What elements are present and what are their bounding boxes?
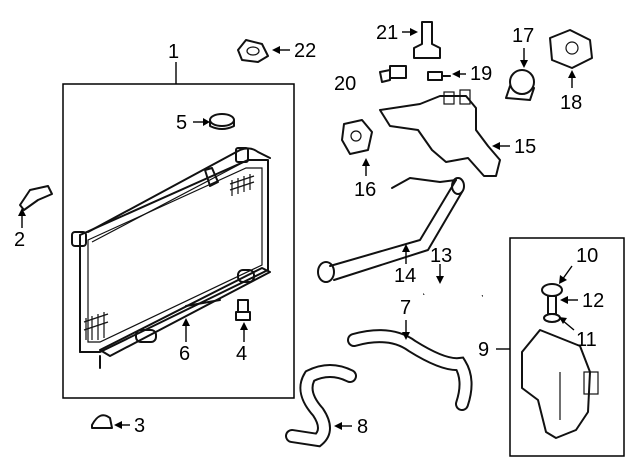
callout-10: 10 [576,245,599,267]
callout-17: 17 [512,25,535,47]
drain-plug [235,299,251,321]
water-outlet [379,89,501,177]
callout-2: 2 [14,229,26,251]
thermostat [505,69,535,101]
reservoir-cap [541,283,563,297]
callout-15: 15 [514,136,537,158]
callout-22: 22 [294,40,317,62]
reservoir-group-box [509,237,625,457]
reservoir-seal [543,313,561,323]
callout-6: 6 [179,343,191,365]
sensor-20 [379,65,407,83]
callout-12: 12 [582,290,605,312]
callout-7: 7 [400,297,412,319]
callout-5: 5 [176,112,188,134]
switch-19 [427,71,451,81]
callout-18: 18 [560,92,583,114]
housing-21 [413,21,441,59]
water-pipe [317,177,465,283]
grommet [91,414,113,429]
bracket [19,185,53,211]
gasket-22 [237,39,269,63]
radiator-cap [209,113,235,130]
callout-4: 4 [236,343,248,365]
callout-13: 13 [430,245,453,267]
callout-21: 21 [376,22,399,44]
callout-3: 3 [134,415,146,437]
reservoir-tube [547,295,557,315]
reservoir-tank [521,329,599,439]
callout-16: 16 [354,179,377,201]
drain-tube [185,299,221,307]
thermostat-housing [549,29,593,69]
callout-1: 1 [168,41,180,63]
callout-20: 20 [334,73,357,95]
gasket-16 [341,119,373,155]
callout-9: 9 [478,339,490,361]
radiator-group-box [62,83,295,399]
callout-14: 14 [394,265,417,287]
callout-19: 19 [470,63,493,85]
radiator [71,147,271,369]
callout-11: 11 [576,329,597,351]
callout-8: 8 [357,416,369,438]
